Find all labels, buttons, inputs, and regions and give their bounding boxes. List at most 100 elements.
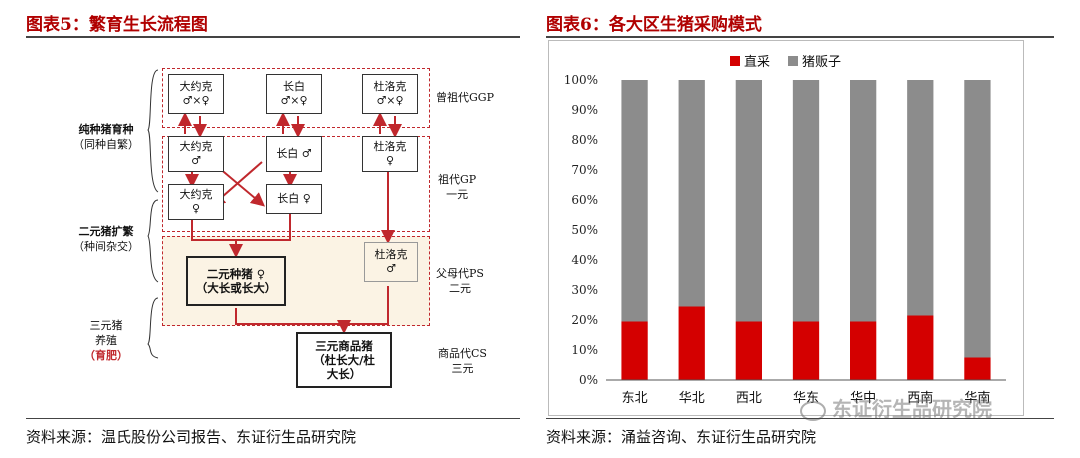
x-tick-label: 东北 [622, 391, 648, 406]
chart-legend: 直采 猪贩子 [730, 55, 841, 70]
box-gp-landrace-male: 长白 ♂ [266, 136, 322, 172]
bar-segment [964, 80, 991, 358]
gen-label-line: 父母代PS [436, 267, 484, 280]
bar-segment [735, 80, 762, 322]
box-label: 杜洛克 [373, 80, 407, 93]
wechat-icon [800, 400, 826, 421]
y-tick-label: 40% [571, 253, 598, 267]
stage-title: 养殖 [95, 334, 117, 347]
gen-label-line: 二元 [448, 282, 471, 295]
gen-label-line: 商品代CS [438, 347, 487, 360]
x-axis: 东北华北西北华东华中西南华南 [606, 379, 1006, 406]
bar-segment [792, 321, 820, 380]
box-label: 长白 [283, 80, 305, 93]
box-sex-symbols: ♂×♀ [376, 94, 404, 107]
legend-label: 直采 [744, 55, 770, 70]
bar-segment [678, 306, 705, 380]
box-gp-yorkshire-male: 大约克 ♂ [168, 136, 224, 172]
box-gp-duroc-female: 杜洛克 ♀ [362, 136, 418, 172]
box-sex-symbols: ♂×♀ [182, 94, 210, 107]
stage-subtitle: （种间杂交） [73, 240, 139, 253]
gen-label-cs: 商品代CS 三元 [438, 346, 487, 376]
watermark-text: 东证衍生品研究院 [832, 397, 992, 421]
watermark: 东证衍生品研究院 [800, 393, 992, 422]
bar-segment [850, 80, 877, 322]
box-label: 大约克 [179, 140, 213, 153]
box-ps-two-breed-sow: 二元种猪 ♀ （大长或长大） [186, 256, 286, 306]
bar-segment [907, 80, 934, 316]
bar-segment [621, 321, 648, 380]
box-sex-symbol: ♀ [385, 154, 395, 167]
box-gp-yorkshire-female: 大约克 ♀ [168, 184, 224, 220]
box-ggp-yorkshire: 大约克 ♂×♀ [168, 74, 224, 114]
box-sex-symbol: ♂ [386, 262, 396, 275]
box-sublabel: （杜长大/杜 [313, 353, 375, 367]
y-tick-label: 30% [571, 283, 598, 297]
box-label: 长白 ♂ [276, 147, 312, 160]
box-gp-landrace-female: 长白 ♀ [266, 184, 322, 214]
box-label: 大约克 [179, 80, 213, 93]
y-tick-label: 80% [571, 133, 598, 147]
box-label: 大约克 [179, 188, 213, 201]
x-tick-label: 华南 [964, 390, 990, 406]
y-tick-label: 20% [571, 313, 598, 327]
gen-label-line: 祖代GP [438, 173, 477, 186]
box-cs-three-breed: 三元商品猪 （杜长大/杜 大长） [296, 332, 392, 388]
left-figure-title: 图表5：繁育生长流程图 [26, 15, 208, 35]
box-ps-duroc-male: 杜洛克 ♂ [364, 242, 418, 282]
purchase-mode-chart: 直采猪贩子 0%10%20%30%40%50%60%70%80%90%100% … [564, 55, 1006, 406]
bar-segment [621, 80, 648, 322]
legend-label: 猪贩子 [802, 55, 841, 70]
box-sublabel: 大长） [326, 367, 362, 381]
gen-label-gp: 祖代GP 一元 [438, 172, 476, 202]
stage-label-cross-breeding: 二元猪扩繁 （种间杂交） [66, 224, 146, 254]
stage-label-raising: 三元猪 养殖 （育肥） [66, 318, 146, 363]
gen-label-ps: 父母代PS 二元 [436, 266, 484, 296]
bar-segment [792, 80, 820, 322]
left-title-rule [26, 36, 520, 38]
left-source-rule [26, 418, 520, 419]
y-tick-label: 10% [571, 343, 598, 357]
gen-label-ggp: 曾祖代GGP [436, 91, 494, 104]
x-tick-label: 华中 [850, 391, 876, 406]
right-source-rule [546, 418, 1054, 419]
stage-title: 三元猪 [89, 319, 123, 332]
box-label: 长白 ♀ [277, 192, 311, 205]
chart-frame [548, 40, 1024, 416]
bar-segment [850, 321, 877, 380]
gen-label-line: 一元 [446, 188, 469, 201]
bar-segment [907, 315, 934, 380]
y-tick-label: 100% [564, 73, 598, 87]
x-tick-label: 西北 [736, 391, 762, 406]
right-source-note: 资料来源：涌益咨询、东证衍生品研究院 [546, 428, 817, 446]
y-tick-label: 0% [579, 373, 598, 387]
bar-segment [964, 357, 991, 380]
x-tick-label: 西南 [907, 390, 933, 406]
x-tick-label: 华北 [679, 391, 705, 406]
stage-subtitle: （同种自繁） [73, 138, 139, 151]
y-axis: 0% 10% 20% 30% 40% 50% 60% 70% 80% 90% 100% [564, 73, 598, 387]
box-sublabel: （大长或长大） [195, 281, 277, 295]
bar-segment [678, 80, 705, 307]
box-label: 杜洛克 [373, 140, 407, 153]
box-label: 杜洛克 [374, 248, 408, 261]
box-sex-symbol: ♀ [191, 202, 201, 215]
y-tick-label: 50% [571, 223, 598, 237]
box-ggp-duroc: 杜洛克 ♂×♀ [362, 74, 418, 114]
y-tick-label: 70% [571, 163, 598, 177]
breeding-flowchart: 大约克 ♂×♀ 长白 ♂×♀ 杜洛克 ♂×♀ 大约克 ♂ 长白 ♂ 杜洛克 ♀ … [0, 40, 530, 420]
stage-label-pure-breeding: 纯种猪育种 （同种自繁） [66, 122, 146, 152]
gen-label-line: 三元 [451, 362, 474, 375]
box-label: 二元种猪 ♀ [206, 267, 266, 281]
box-sex-symbol: ♂ [191, 154, 201, 167]
flowchart-connectors [147, 69, 402, 359]
legend-swatch [730, 56, 740, 66]
legend-swatch [788, 56, 798, 66]
bar-segment [735, 321, 762, 380]
chart-bars [621, 80, 991, 380]
stage-title: 二元猪扩繁 [78, 225, 134, 238]
y-tick-label: 90% [571, 103, 598, 117]
box-label: 三元商品猪 [315, 339, 373, 353]
right-title-rule [546, 36, 1054, 38]
y-tick-label: 60% [571, 193, 598, 207]
